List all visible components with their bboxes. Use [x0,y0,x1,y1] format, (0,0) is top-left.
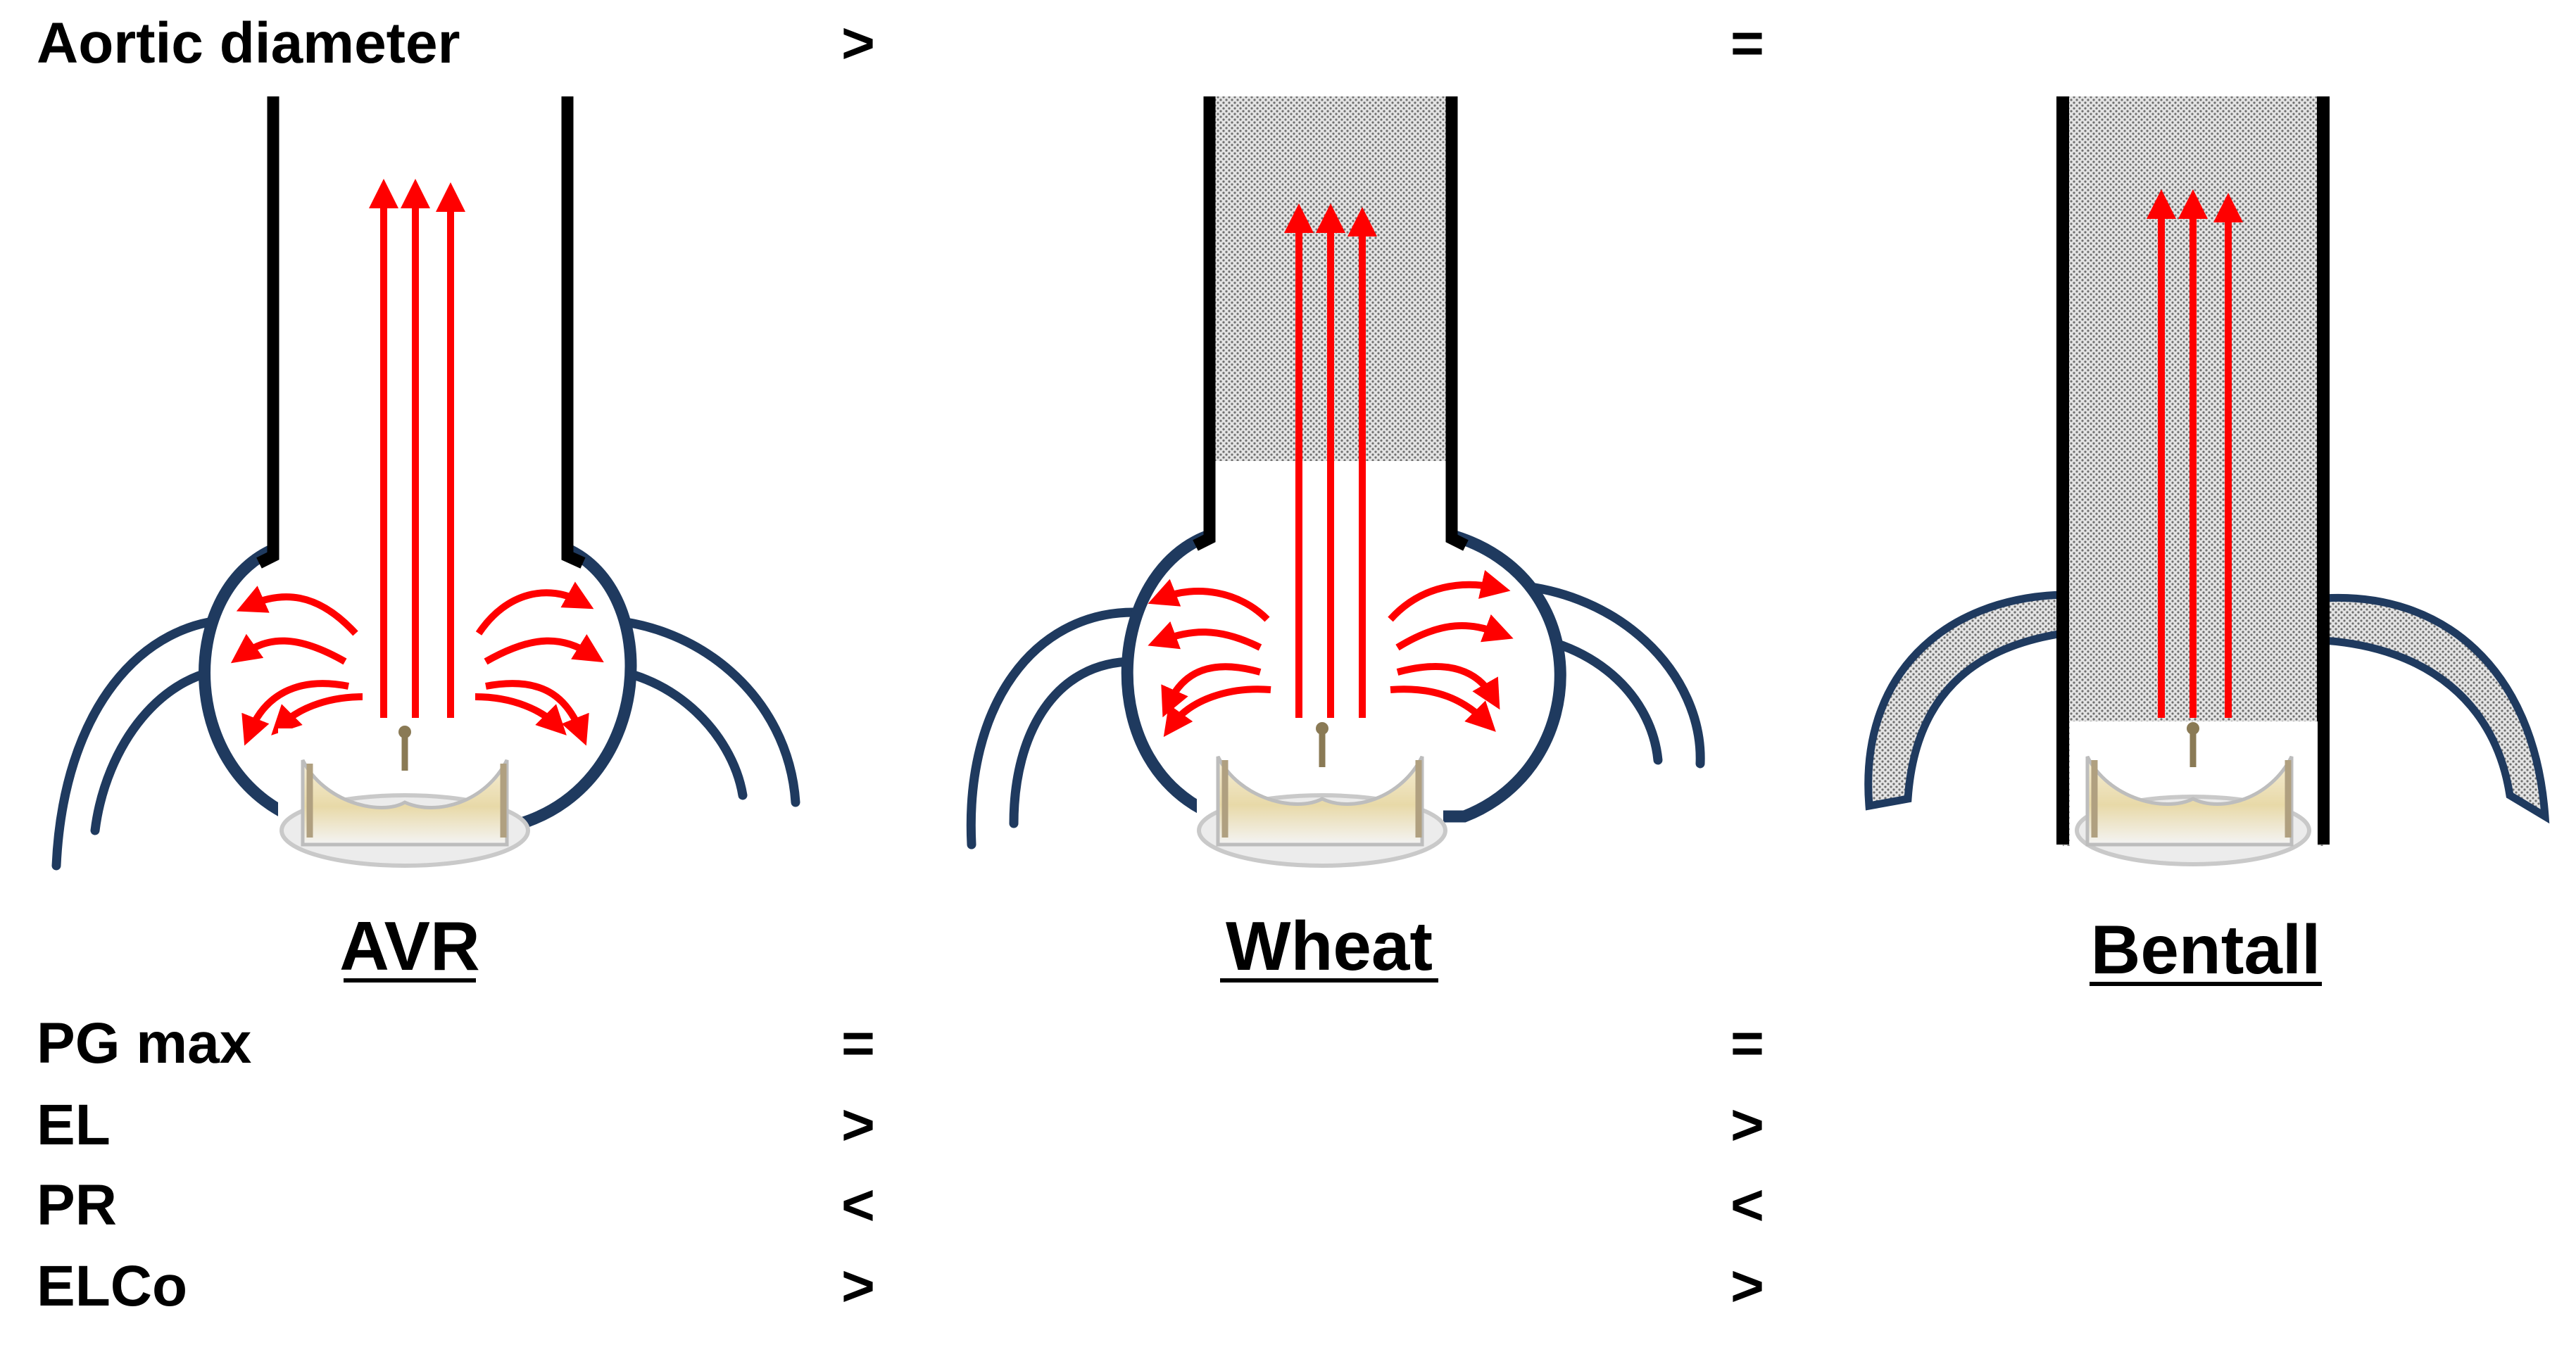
avr-left-aortic-wall [256,96,279,569]
bentall-flow-arrows [2147,189,2243,718]
procedure-label-avr: AVR [339,907,480,985]
bentall-panel [1864,96,2550,883]
metric-op-wheat-bentall: = [1730,1011,1764,1075]
procedure-label-wheat: Wheat [1226,907,1433,985]
metric-row: EL > > [37,1093,1764,1157]
metric-op-avr-wheat: = [841,1011,875,1075]
bentall-left-coronary-button [1864,590,2067,811]
metric-op-avr-wheat: < [841,1173,875,1237]
avr-panel [51,96,800,890]
wheat-flow-arrows [1148,203,1514,738]
procedure-label-bentall: Bentall [2091,911,2321,988]
avr-valve-prosthesis-image [278,726,530,890]
wheat-left-aortic-wall [1193,96,1216,551]
metric-row: PR < < [37,1173,1764,1237]
bentall-right-coronary-button [2319,593,2550,824]
wheat-valve-prosthesis-image [1197,722,1447,887]
metric-label: ELCo [37,1254,187,1318]
metric-op-avr-wheat: > [841,1254,875,1318]
avr-right-aortic-wall [561,96,586,569]
metric-row: PG max = = [37,1011,1764,1075]
metric-label: PR [37,1173,117,1237]
aortic-diameter-op-avr-wheat: > [841,11,875,75]
wheat-right-aortic-wall [1445,96,1469,551]
aortic-diameter-label: Aortic diameter [37,11,460,75]
metric-op-wheat-bentall: > [1730,1254,1764,1318]
bentall-valve-prosthesis-image [2070,721,2318,883]
avr-flow-arrows [230,179,604,746]
metric-op-avr-wheat: > [841,1093,875,1157]
metric-row: ELCo > > [37,1254,1764,1318]
metric-op-wheat-bentall: > [1730,1093,1764,1157]
metric-label: EL [37,1093,111,1157]
metric-label: PG max [37,1011,251,1075]
metric-op-wheat-bentall: < [1730,1173,1764,1237]
aortic-diameter-op-wheat-bentall: = [1730,11,1764,75]
wheat-panel [966,96,1705,887]
